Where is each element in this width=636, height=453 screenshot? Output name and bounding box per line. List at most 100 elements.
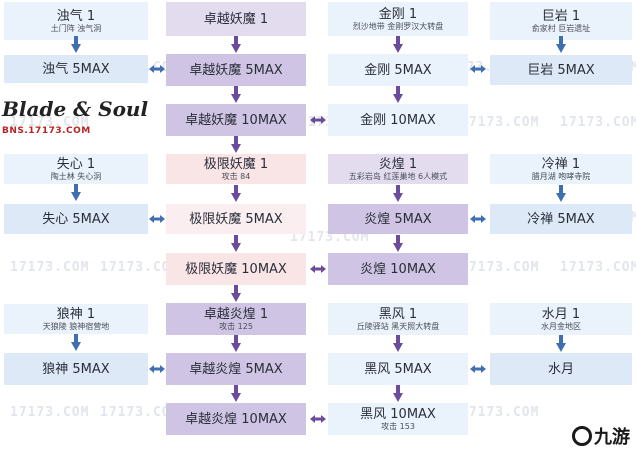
double-arrow-icon <box>149 215 165 223</box>
node-title: 卓越炎煌 10MAX <box>185 411 287 427</box>
node-lengchan-5max: 冷禅 5MAX <box>490 204 632 234</box>
arrow-down-icon <box>71 184 81 201</box>
watermark: 17173.COM <box>560 115 636 130</box>
double-arrow-icon <box>310 265 326 273</box>
arrow-down-icon <box>393 335 403 352</box>
node-langshen-5max: 狼神 5MAX <box>4 353 148 385</box>
arrow-down-icon <box>393 86 403 103</box>
node-title: 冷禅 5MAX <box>527 211 595 227</box>
watermark: 17173.COM <box>100 405 180 420</box>
watermark: 17173.COM <box>460 115 540 130</box>
arrow-down-icon <box>231 335 241 352</box>
node-stat: 攻击 84 <box>221 171 251 181</box>
node-zhuoyue-yaomo-10max: 卓越妖魔 10MAX <box>166 104 306 136</box>
watermark: 17173.COM <box>460 260 540 275</box>
arrow-down-icon <box>393 385 403 402</box>
node-jingang-10max: 金刚 10MAX <box>328 104 468 136</box>
node-title: 黑风 5MAX <box>364 361 432 377</box>
node-jixian-yaomo-5max: 极限妖魔 5MAX <box>166 204 306 234</box>
node-title: 极限妖魔 10MAX <box>185 261 287 277</box>
node-zhuoyue-yanhuang-10max: 卓越炎煌 10MAX <box>166 403 306 435</box>
arrow-down-icon <box>393 36 403 53</box>
arrow-down-icon <box>231 86 241 103</box>
node-stat: 攻击 125 <box>219 321 253 331</box>
node-zhuoqi-1: 浊气 1 土门阵 浊气洞 <box>4 2 148 40</box>
arrow-down-icon <box>71 36 81 53</box>
node-title: 金刚 1 <box>378 6 418 22</box>
blade-and-soul-logo: Blade & Soul BNS.17173.COM <box>2 98 154 144</box>
node-lengchan-1: 冷禅 1 腊月湖 咆哮寺院 <box>490 154 632 184</box>
node-heifeng-1: 黑风 1 丘陵驿站 黑天照大转盘 <box>328 303 468 335</box>
double-arrow-icon <box>470 365 486 373</box>
node-zhuoyue-yanhuang-5max: 卓越炎煌 5MAX <box>166 353 306 385</box>
node-title: 水月 1 <box>541 306 581 322</box>
node-shuiyue-5max: 水月 <box>490 353 632 385</box>
node-title: 极限妖魔 5MAX <box>189 211 283 227</box>
node-title: 极限妖魔 1 <box>203 156 269 172</box>
node-shuiyue-1: 水月 1 水月金地区 <box>490 303 632 335</box>
node-title: 卓越妖魔 10MAX <box>185 112 287 128</box>
arrow-down-icon <box>556 185 566 202</box>
node-title: 冷禅 1 <box>541 156 581 172</box>
node-langshen-1: 狼神 1 天狼陵 狼神宿营地 <box>4 304 148 334</box>
watermark: 17173.COM <box>560 260 636 275</box>
node-title: 巨岩 5MAX <box>527 62 595 78</box>
node-location: 丘陵驿站 黑天照大转盘 <box>356 321 440 331</box>
node-jingang-1: 金刚 1 烈沙地带 金刚罗汉大转盘 <box>328 2 468 36</box>
node-yanhuang-5max: 炎煌 5MAX <box>328 204 468 234</box>
node-title: 卓越炎煌 1 <box>203 306 269 322</box>
node-heifeng-5max: 黑风 5MAX <box>328 353 468 385</box>
arrow-down-icon <box>393 185 403 202</box>
node-jingang-5max: 金刚 5MAX <box>328 54 468 86</box>
corner-logo-text: 九游 <box>594 427 630 448</box>
node-location: 腊月湖 咆哮寺院 <box>531 171 591 181</box>
jiuyou-logo: 九游 <box>572 423 630 449</box>
node-jixian-yaomo-10max: 极限妖魔 10MAX <box>166 253 306 285</box>
node-heifeng-10max: 黑风 10MAX 攻击 153 <box>328 403 468 435</box>
node-location: 天狼陵 狼神宿营地 <box>42 321 110 331</box>
double-arrow-icon <box>470 215 486 223</box>
node-title: 黑风 1 <box>378 306 418 322</box>
arrow-down-icon <box>556 36 566 53</box>
arrow-down-icon <box>231 235 241 252</box>
double-arrow-icon <box>310 116 326 124</box>
logo-circle-icon <box>572 426 592 446</box>
node-location: 水月金地区 <box>541 321 581 331</box>
node-juyan-5max: 巨岩 5MAX <box>490 55 632 85</box>
node-title: 失心 1 <box>56 156 96 172</box>
node-yanhuang-10max: 炎煌 10MAX <box>328 253 468 285</box>
node-title: 水月 <box>547 361 574 377</box>
node-title: 金刚 5MAX <box>364 62 432 78</box>
node-title: 狼神 1 <box>56 306 96 322</box>
node-location: 烈沙地带 金刚罗汉大转盘 <box>352 21 444 31</box>
watermark: 17173.COM <box>10 115 90 130</box>
node-title: 炎煌 5MAX <box>364 211 432 227</box>
node-stat: 攻击 153 <box>381 421 415 431</box>
node-title: 炎煌 10MAX <box>360 261 436 277</box>
node-location: 五彩岩岛 红莲巢地 6人模式 <box>348 171 448 181</box>
node-title: 炎煌 1 <box>378 156 418 172</box>
node-title: 卓越妖魔 1 <box>203 11 269 27</box>
node-title: 黑风 10MAX <box>360 406 436 422</box>
node-title: 狼神 5MAX <box>42 361 110 377</box>
arrow-down-icon <box>231 385 241 402</box>
node-location: 土门阵 浊气洞 <box>50 23 102 33</box>
arrow-down-icon <box>231 36 241 53</box>
watermark: 17173.COM <box>460 405 540 420</box>
node-title: 卓越妖魔 5MAX <box>189 62 283 78</box>
node-zhuoyue-yaomo-5max: 卓越妖魔 5MAX <box>166 54 306 86</box>
node-title: 失心 5MAX <box>42 211 110 227</box>
double-arrow-icon <box>149 65 165 73</box>
node-zhuoyue-yaomo-1: 卓越妖魔 1 <box>166 2 306 36</box>
node-title: 巨岩 1 <box>541 8 581 24</box>
node-title: 浊气 5MAX <box>42 61 110 77</box>
arrow-down-icon <box>556 335 566 352</box>
arrow-down-icon <box>231 136 241 153</box>
logo-site: BNS.17173.COM <box>2 126 91 136</box>
node-juyan-1: 巨岩 1 俞家村 巨岩遗址 <box>490 2 632 40</box>
node-zhuoyue-yanhuang-1: 卓越炎煌 1 攻击 125 <box>166 303 306 335</box>
node-location: 陶土林 失心洞 <box>50 171 102 181</box>
node-location: 俞家村 巨岩遗址 <box>531 23 591 33</box>
watermark: 17173.COM <box>100 260 180 275</box>
node-title: 卓越炎煌 5MAX <box>189 361 283 377</box>
